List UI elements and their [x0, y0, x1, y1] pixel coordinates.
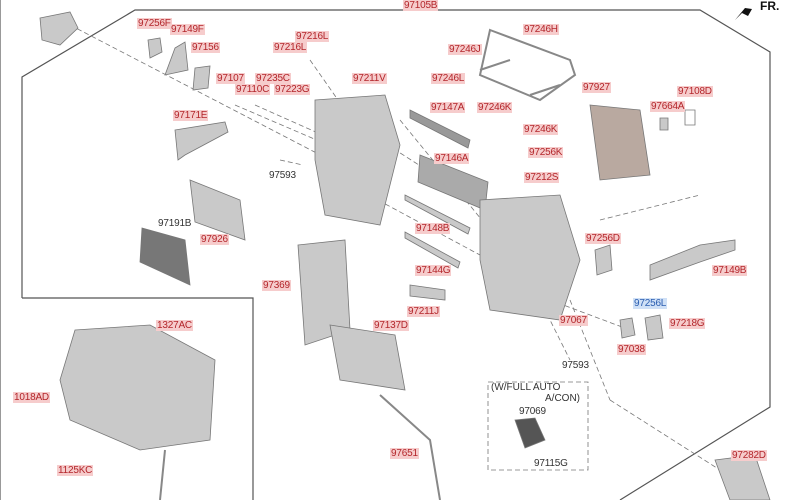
part-label[interactable]: 97926 — [200, 234, 229, 245]
option-note-line1: (W/FULL AUTO — [491, 382, 561, 393]
part-label[interactable]: 97069 — [519, 406, 546, 417]
part-label[interactable]: 97171E — [173, 110, 209, 121]
part-label[interactable]: 1327AC — [156, 320, 193, 331]
part-label[interactable]: 97256F — [137, 18, 172, 29]
part-label[interactable]: 97148B — [415, 223, 451, 234]
part-label[interactable]: 97110C — [235, 84, 271, 95]
part-label[interactable]: 97282D — [731, 450, 767, 461]
part-label[interactable]: 97927 — [582, 82, 611, 93]
part-label[interactable]: 97144G — [415, 265, 452, 276]
part-label[interactable]: 97223G — [274, 84, 311, 95]
part-label[interactable]: 97191B — [158, 218, 192, 229]
part-label[interactable]: 97137D — [373, 320, 409, 331]
part-label[interactable]: 1018AD — [13, 392, 50, 403]
part-label[interactable]: 97235C — [255, 73, 291, 84]
part-label[interactable]: 97149B — [712, 265, 748, 276]
part-label[interactable]: 97108D — [677, 86, 713, 97]
part-label[interactable]: 97038 — [617, 344, 646, 355]
part-label[interactable]: 97246L — [431, 73, 466, 84]
part-label[interactable]: 97067 — [559, 315, 588, 326]
part-label[interactable]: 97246H — [523, 24, 559, 35]
part-label[interactable]: 97156 — [191, 42, 220, 53]
part-label[interactable]: 97256D — [585, 233, 621, 244]
part-label[interactable]: 97651 — [390, 448, 419, 459]
hoses — [159, 28, 577, 500]
part-label[interactable]: 97664A — [650, 101, 686, 112]
part-label[interactable]: 97246K — [477, 102, 513, 113]
front-direction-label: FR. — [760, 0, 780, 13]
part-label[interactable]: 97246J — [448, 44, 482, 55]
part-label[interactable]: 97146A — [434, 153, 470, 164]
part-label[interactable]: 97593 — [269, 170, 296, 181]
part-label-97105B[interactable]: 97105B — [403, 0, 439, 11]
front-arrow-icon — [735, 8, 752, 20]
part-label[interactable]: 97256K — [528, 147, 564, 158]
part-label[interactable]: 97216L — [273, 42, 308, 53]
part-label[interactable]: 97211J — [407, 306, 440, 317]
part-label[interactable]: 97246K — [523, 124, 559, 135]
frame-lines — [0, 0, 771, 500]
part-label[interactable]: 97218G — [669, 318, 706, 329]
part-label[interactable]: 97149F — [170, 24, 205, 35]
option-note-line2: A/CON) — [545, 393, 580, 404]
part-label[interactable]: 97211V — [352, 73, 387, 84]
part-label[interactable]: 97593 — [562, 360, 589, 371]
part-label[interactable]: 97115G — [534, 458, 568, 469]
part-label[interactable]: 97212S — [524, 172, 560, 183]
part-label[interactable]: 97107 — [216, 73, 245, 84]
part-label[interactable]: 97216L — [295, 31, 330, 42]
part-label-selected[interactable]: 97256L — [633, 298, 668, 309]
part-shapes — [39, 11, 771, 500]
part-label[interactable]: 1125KC — [57, 465, 94, 476]
part-label[interactable]: 97147A — [430, 102, 466, 113]
part-label[interactable]: 97369 — [262, 280, 291, 291]
